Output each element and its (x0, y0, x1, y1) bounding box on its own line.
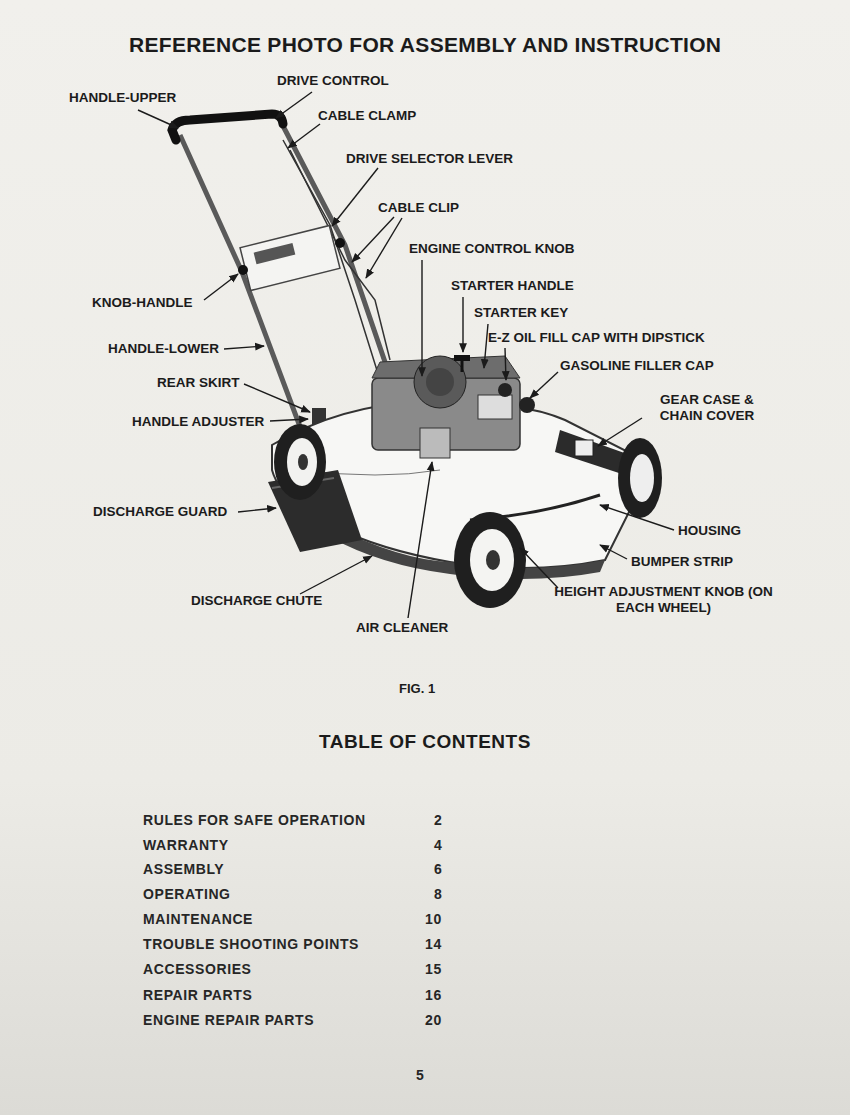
part-label: AIR CLEANER (356, 620, 448, 636)
part-label: KNOB-HANDLE (92, 295, 193, 311)
figure-caption: FIG. 1 (399, 681, 435, 697)
contents-entry: 15 (425, 961, 442, 978)
part-label: E-Z OIL FILL CAP WITH DIPSTICK (488, 330, 705, 346)
part-label: DISCHARGE GUARD (93, 504, 227, 520)
part-label: STARTER HANDLE (451, 278, 574, 294)
contents-entry: 6 (434, 861, 442, 878)
contents-entry: MAINTENANCE (143, 911, 253, 928)
contents-entry: ACCESSORIES (143, 961, 252, 978)
part-label: STARTER KEY (474, 305, 568, 321)
contents-entry: TROUBLE SHOOTING POINTS (143, 936, 359, 953)
contents-entry: 8 (434, 886, 442, 903)
part-label: DRIVE CONTROL (277, 73, 389, 89)
part-label: HANDLE-LOWER (108, 341, 219, 357)
contents-entry: 14 (425, 936, 442, 953)
page-title: REFERENCE PHOTO FOR ASSEMBLY AND INSTRUC… (129, 32, 721, 57)
contents-entry: WARRANTY (143, 837, 229, 854)
part-label: BUMPER STRIP (631, 554, 733, 570)
contents-entry: 2 (434, 812, 442, 829)
contents-entry: OPERATING (143, 886, 231, 903)
part-label: HEIGHT ADJUSTMENT KNOB (ON EACH WHEEL) (551, 584, 776, 616)
part-label: HANDLE-UPPER (69, 90, 176, 106)
part-label: CABLE CLAMP (318, 108, 416, 124)
contents-entry: 16 (425, 987, 442, 1004)
part-label: HOUSING (678, 523, 741, 539)
section-heading: TABLE OF CONTENTS (319, 731, 531, 754)
contents-entry: 10 (425, 911, 442, 928)
contents-entry: 5 (416, 1067, 424, 1084)
part-label: GEAR CASE & CHAIN COVER (642, 392, 772, 424)
contents-entry: ASSEMBLY (143, 861, 224, 878)
contents-entry: 4 (434, 837, 442, 854)
part-label: CABLE CLIP (378, 200, 459, 216)
part-label: HANDLE ADJUSTER (132, 414, 264, 430)
part-label: GASOLINE FILLER CAP (560, 358, 714, 374)
contents-entry: 20 (425, 1012, 442, 1029)
part-label: DISCHARGE CHUTE (191, 593, 322, 609)
part-label: REAR SKIRT (157, 375, 240, 391)
part-label: ENGINE CONTROL KNOB (409, 241, 575, 257)
contents-entry: ENGINE REPAIR PARTS (143, 1012, 314, 1029)
part-label: DRIVE SELECTOR LEVER (346, 151, 513, 167)
contents-entry: RULES FOR SAFE OPERATION (143, 812, 366, 829)
contents-entry: REPAIR PARTS (143, 987, 252, 1004)
